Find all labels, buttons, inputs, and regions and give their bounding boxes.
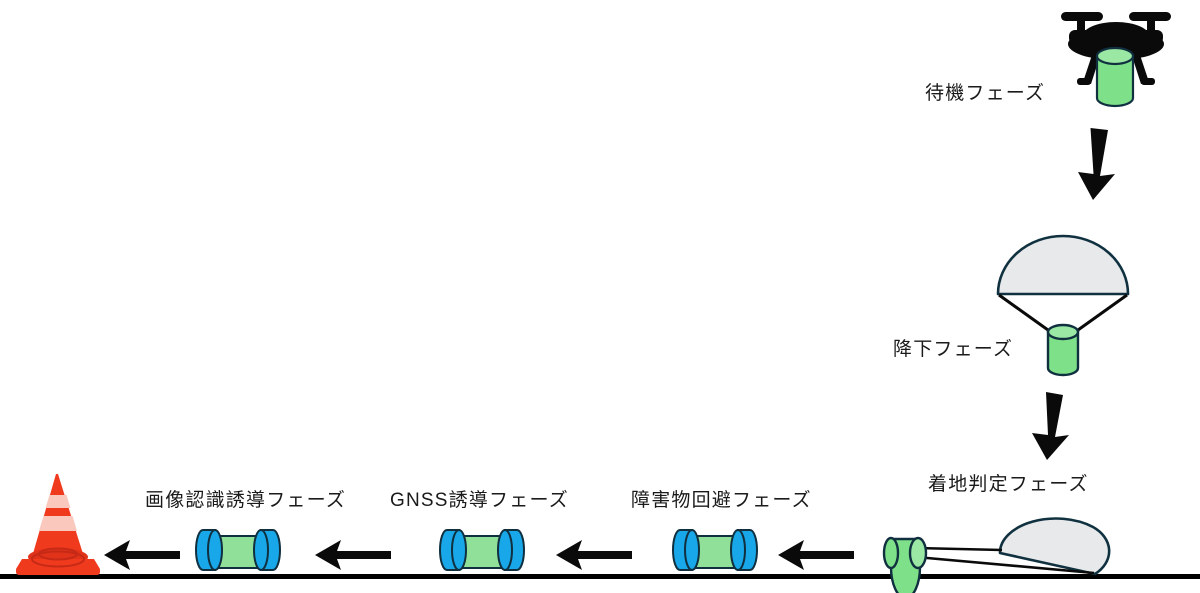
arrow-down-icon: [1068, 128, 1124, 200]
drone-with-capsule-icon: [1053, 4, 1179, 108]
wheeled-rover-icon: [672, 524, 758, 576]
arrow-left-icon: [315, 540, 391, 570]
arrow-down-icon: [1022, 392, 1078, 460]
wheeled-rover-icon: [195, 524, 281, 576]
wheeled-rover-icon: [439, 524, 525, 576]
parachute-with-capsule-icon: [993, 231, 1133, 379]
phase-label-standby: 待機フェーズ: [925, 83, 1046, 104]
traffic-cone-icon: [8, 471, 108, 577]
arrow-left-icon: [778, 540, 854, 570]
arrow-left-icon: [556, 540, 632, 570]
arrow-left-icon: [104, 540, 180, 570]
phase-label-obstacle-avoidance: 障害物回避フェーズ: [631, 490, 812, 511]
phase-label-descent: 降下フェーズ: [893, 339, 1014, 360]
phase-label-image-recognition: 画像認識誘導フェーズ: [145, 490, 347, 511]
phase-label-landing-judgement: 着地判定フェーズ: [928, 474, 1089, 495]
ground-line: [0, 573, 1200, 580]
landed-capsule-with-deflated-parachute-icon: [878, 505, 1128, 593]
phase-label-gnss-guidance: GNSS誘導フェーズ: [390, 490, 569, 511]
